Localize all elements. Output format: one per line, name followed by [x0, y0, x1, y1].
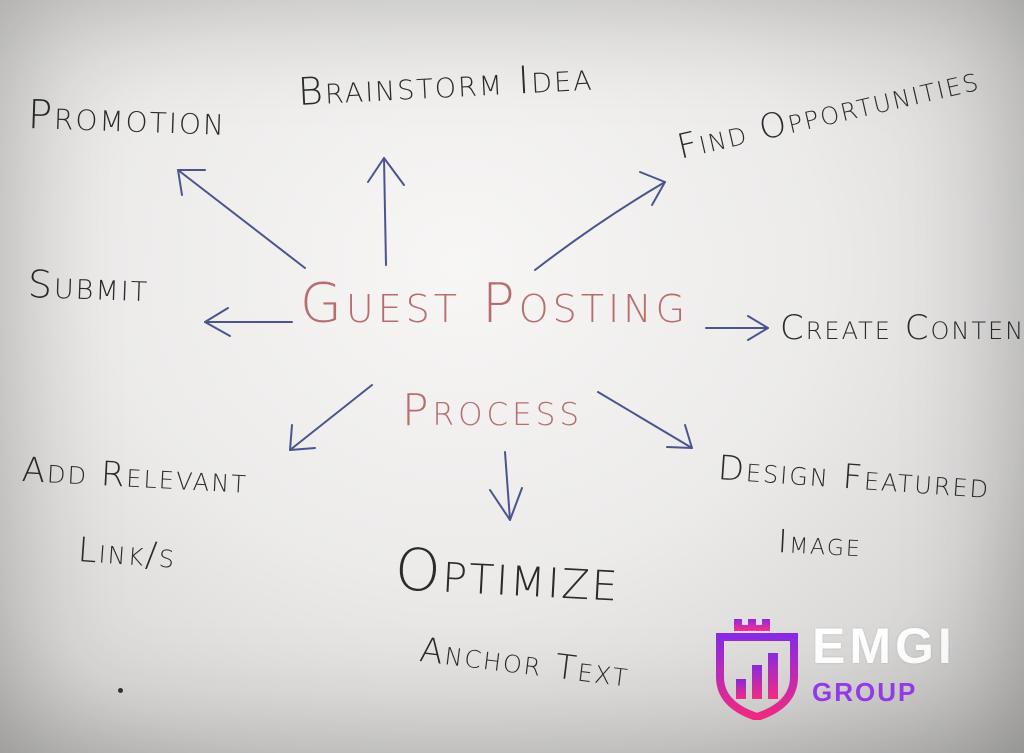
- arrow-to-submit: [204, 307, 293, 337]
- arrow-to-create-content: [705, 315, 769, 341]
- shield-chart-icon: [716, 619, 798, 720]
- arrow-to-add-links: [289, 384, 373, 451]
- arrow-to-brainstorm: [367, 157, 405, 266]
- node-optimize-line1: Optimize: [393, 535, 622, 615]
- arrow-to-design-image: [597, 391, 693, 449]
- node-add-links-line2: Link/s: [76, 530, 178, 577]
- node-create-content: Create Content: [780, 308, 1024, 348]
- marker-dot: [118, 688, 123, 693]
- logo-sub-text: GROUP: [812, 677, 918, 707]
- node-submit: Submit: [27, 262, 151, 311]
- node-design-line2: Image: [777, 522, 863, 565]
- center-title-line2: Process: [402, 385, 584, 436]
- logo-brand-text: EMGI: [812, 618, 956, 674]
- arrow-to-find-opportunities: [534, 171, 666, 271]
- center-title-line1: Guest Posting: [300, 272, 690, 335]
- node-promotion: Promotion: [27, 92, 227, 145]
- emgi-logo: EMGI GROUP: [712, 615, 992, 720]
- arrow-to-promotion: [177, 169, 306, 269]
- arrow-to-optimize: [489, 451, 523, 521]
